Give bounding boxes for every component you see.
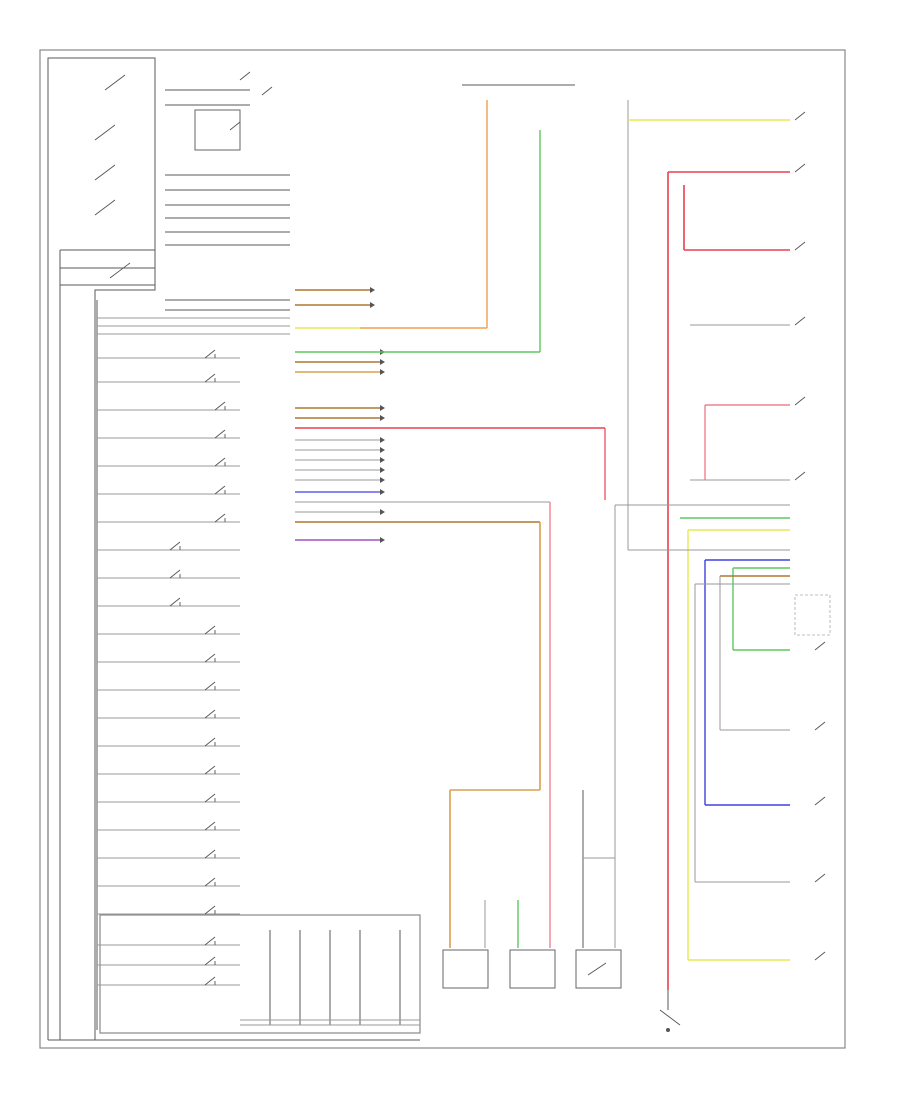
right-side-wires bbox=[615, 171, 790, 990]
cluster-lower-module bbox=[99, 914, 421, 1034]
diagram-frame bbox=[39, 49, 846, 1049]
cluster-lower-module-parts bbox=[240, 930, 420, 1026]
connector-wires-middle bbox=[295, 289, 605, 541]
relay-block bbox=[165, 71, 290, 311]
instrument-cluster-outline bbox=[47, 57, 156, 1040]
right-side-components bbox=[794, 111, 831, 961]
brake-fluid-level-switch bbox=[575, 949, 622, 989]
cluster-indicator-rows bbox=[97, 317, 290, 986]
sensor-feed-wires bbox=[449, 428, 616, 948]
fuel-level-sender-2 bbox=[509, 949, 556, 989]
fuel-level-sender-1 bbox=[442, 949, 489, 989]
connector-arrows bbox=[370, 287, 385, 543]
upper-feed-wires bbox=[360, 84, 790, 550]
ground-symbol bbox=[659, 990, 681, 1032]
cluster-switch-symbols bbox=[169, 349, 226, 986]
cluster-top-components bbox=[60, 74, 155, 286]
